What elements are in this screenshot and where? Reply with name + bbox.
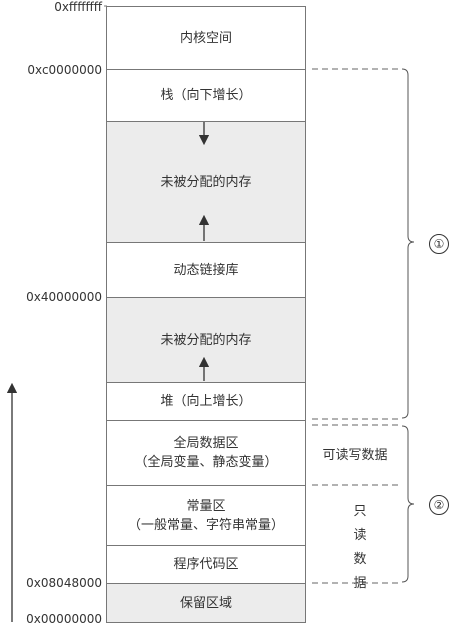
- segment-label: 动态链接库: [173, 262, 239, 278]
- segment-reserved: 保留区域: [106, 583, 306, 623]
- segment-unallocated-lower: 未被分配的内存: [106, 297, 306, 382]
- segment-stack: 栈（向下增长）: [106, 69, 306, 121]
- segment-label: 未被分配的内存: [160, 332, 252, 348]
- segment-global-data: 全局数据区 （全局变量、静态变量）: [106, 420, 306, 485]
- segment-label: 全局数据区: [173, 436, 239, 451]
- segment-label: 未被分配的内存: [160, 174, 252, 190]
- readonly-char: 读: [353, 528, 367, 543]
- segment-label: 内核空间: [179, 30, 232, 46]
- region-marker-two: ②: [429, 495, 449, 515]
- segment-sublabel: （全局变量、静态变量）: [134, 455, 278, 470]
- readonly-char: 只: [353, 504, 367, 519]
- segment-shared-libraries: 动态链接库: [106, 242, 306, 297]
- segment-heap: 堆（向上增长）: [106, 382, 306, 420]
- segment-label: 保留区域: [179, 595, 232, 611]
- brace-two: [401, 425, 415, 583]
- address-zero: 0x00000000: [26, 612, 102, 626]
- brace-one: [401, 68, 415, 419]
- readonly-char: 据: [353, 576, 367, 591]
- segment-sublabel: （一般常量、字符串常量）: [127, 517, 284, 533]
- readonly-note: 只 读 数 据: [350, 500, 370, 596]
- region-marker-one: ①: [429, 234, 449, 254]
- segment-label: 常量区: [186, 498, 226, 514]
- address-mid: 0x40000000: [26, 290, 102, 304]
- address-top: 0xffffffff: [54, 0, 102, 14]
- address-kernel-base: 0xc0000000: [27, 63, 102, 77]
- segment-code: 程序代码区: [106, 545, 306, 583]
- segment-label: 堆（向上增长）: [160, 394, 252, 409]
- address-code-base: 0x08048000: [26, 576, 102, 590]
- readwrite-note: 可读写数据: [322, 448, 388, 463]
- segment-constants: 常量区 （一般常量、字符串常量）: [106, 485, 306, 545]
- segment-kernel-space: 内核空间: [106, 6, 306, 69]
- segment-label: 栈（向下增长）: [160, 88, 252, 103]
- readonly-char: 数: [353, 552, 367, 567]
- segment-label: 程序代码区: [173, 557, 239, 572]
